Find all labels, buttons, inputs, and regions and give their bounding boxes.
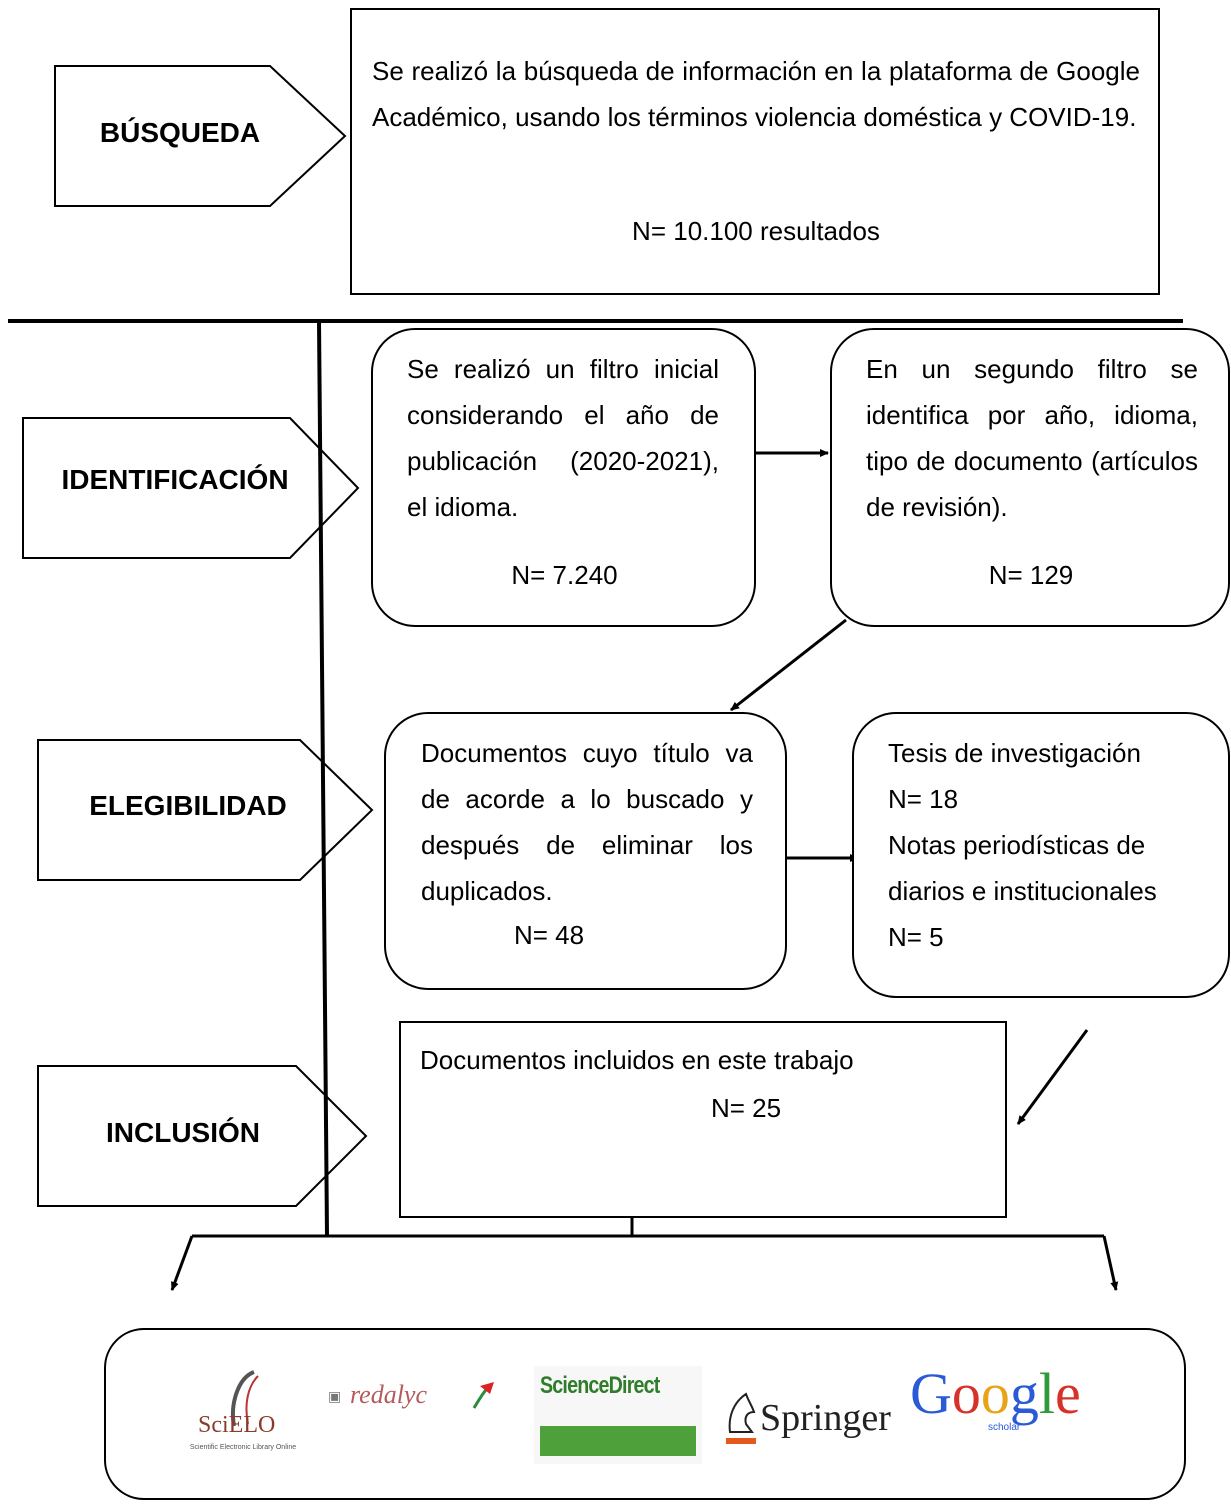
- stage-label-identificacion: IDENTIFICACIÓN: [61, 464, 289, 495]
- inclusion-text: Documentos incluidos en este trabajo: [420, 1045, 854, 1075]
- google-letter-o2: o: [980, 1361, 1010, 1426]
- redalyc-logo: ▣ redalyc: [328, 1378, 508, 1428]
- busqueda-text: Se realizó la búsqueda de información en…: [372, 56, 1140, 132]
- otros-line-diarios: diarios e institucionales: [888, 876, 1157, 906]
- springer-horse-icon: [726, 1392, 756, 1444]
- springer-wordmark: Springer: [760, 1397, 891, 1439]
- google-wordmark: Google: [910, 1360, 1081, 1427]
- segundo-filtro-count: N= 129: [988, 560, 1074, 590]
- busqueda-box: Se realizó la búsqueda de información en…: [350, 8, 1160, 295]
- documentos-titulo-text: Documentos cuyo título va de acorde a lo…: [421, 738, 753, 906]
- google-scholar-logo: Google scholar: [910, 1360, 1110, 1450]
- google-letter-g: G: [910, 1361, 952, 1426]
- inclusion-count: N= 25: [711, 1093, 782, 1123]
- arrow-otros-to-inclusion: [1016, 1029, 1089, 1125]
- google-letter-l: l: [1038, 1361, 1056, 1426]
- stage-label-busqueda: BÚSQUEDA: [99, 117, 261, 148]
- stage-shape-busqueda: [54, 65, 347, 207]
- stage-shape-elegibilidad: [37, 739, 374, 881]
- databases-box: SciELO Scientific Electronic Library Onl…: [104, 1328, 1186, 1500]
- otros-line-tesis: Tesis de investigación: [888, 738, 1141, 768]
- otros-line-tesis-count: N= 18: [888, 784, 959, 814]
- documentos-titulo-count: N= 48: [514, 920, 585, 950]
- otros-documentos-box: Tesis de investigación N= 18 Notas perio…: [852, 712, 1230, 998]
- scielo-swoosh-icon: [231, 1370, 259, 1427]
- scielo-subtitle: Scientific Electronic Library Online: [189, 1444, 297, 1451]
- arrow-segundo-to-documentos: [730, 618, 847, 712]
- scielo-logo: SciELO Scientific Electronic Library Onl…: [168, 1364, 318, 1464]
- sciencedirect-logo: ScienceDirect: [534, 1366, 702, 1464]
- filtro-inicial-count: N= 7.240: [511, 560, 618, 590]
- arrow-bar-left-down: [170, 1235, 194, 1291]
- busqueda-count: N= 10.100 resultados: [632, 216, 880, 246]
- otros-line-notas: Notas periodísticas de: [888, 830, 1146, 860]
- sciencedirect-wordmark: ScienceDirect: [540, 1372, 660, 1399]
- stage-shape-inclusion: [37, 1065, 368, 1207]
- otros-line-notas-count: N= 5: [888, 922, 944, 952]
- segundo-filtro-text: En un segundo filtro se identifica por a…: [866, 354, 1198, 522]
- springer-logo: Springer: [722, 1380, 912, 1460]
- segundo-filtro-box: En un segundo filtro se identifica por a…: [830, 328, 1230, 627]
- otros-documentos-list: Tesis de investigación N= 18 Notas perio…: [888, 730, 1157, 960]
- inclusion-box: Documentos incluidos en este trabajo N= …: [399, 1021, 1007, 1218]
- sciencedirect-bar: [540, 1426, 696, 1456]
- google-letter-e: e: [1055, 1361, 1081, 1426]
- redalyc-wordmark: redalyc: [350, 1380, 427, 1409]
- stage-label-inclusion: INCLUSIÓN: [106, 1117, 260, 1148]
- documentos-titulo-box: Documentos cuyo título va de acorde a lo…: [384, 712, 787, 990]
- google-scholar-subtitle: scholar: [988, 1422, 1021, 1433]
- spine-line: [317, 320, 329, 1237]
- redalyc-mark-icon: ▣: [328, 1388, 342, 1404]
- google-letter-o1: o: [951, 1361, 981, 1426]
- filtro-inicial-box: Se realizó un filtro inicial considerand…: [371, 328, 756, 627]
- scielo-wordmark: SciELO: [198, 1412, 276, 1438]
- arrow-bar-right-down: [1102, 1235, 1119, 1291]
- stage-shape-identificacion: [22, 417, 360, 559]
- google-letter-g2: g: [1009, 1361, 1039, 1426]
- stage-label-elegibilidad: ELEGIBILIDAD: [89, 790, 287, 821]
- filtro-inicial-text: Se realizó un filtro inicial considerand…: [407, 354, 719, 522]
- redalyc-flag-icon: [472, 1382, 494, 1409]
